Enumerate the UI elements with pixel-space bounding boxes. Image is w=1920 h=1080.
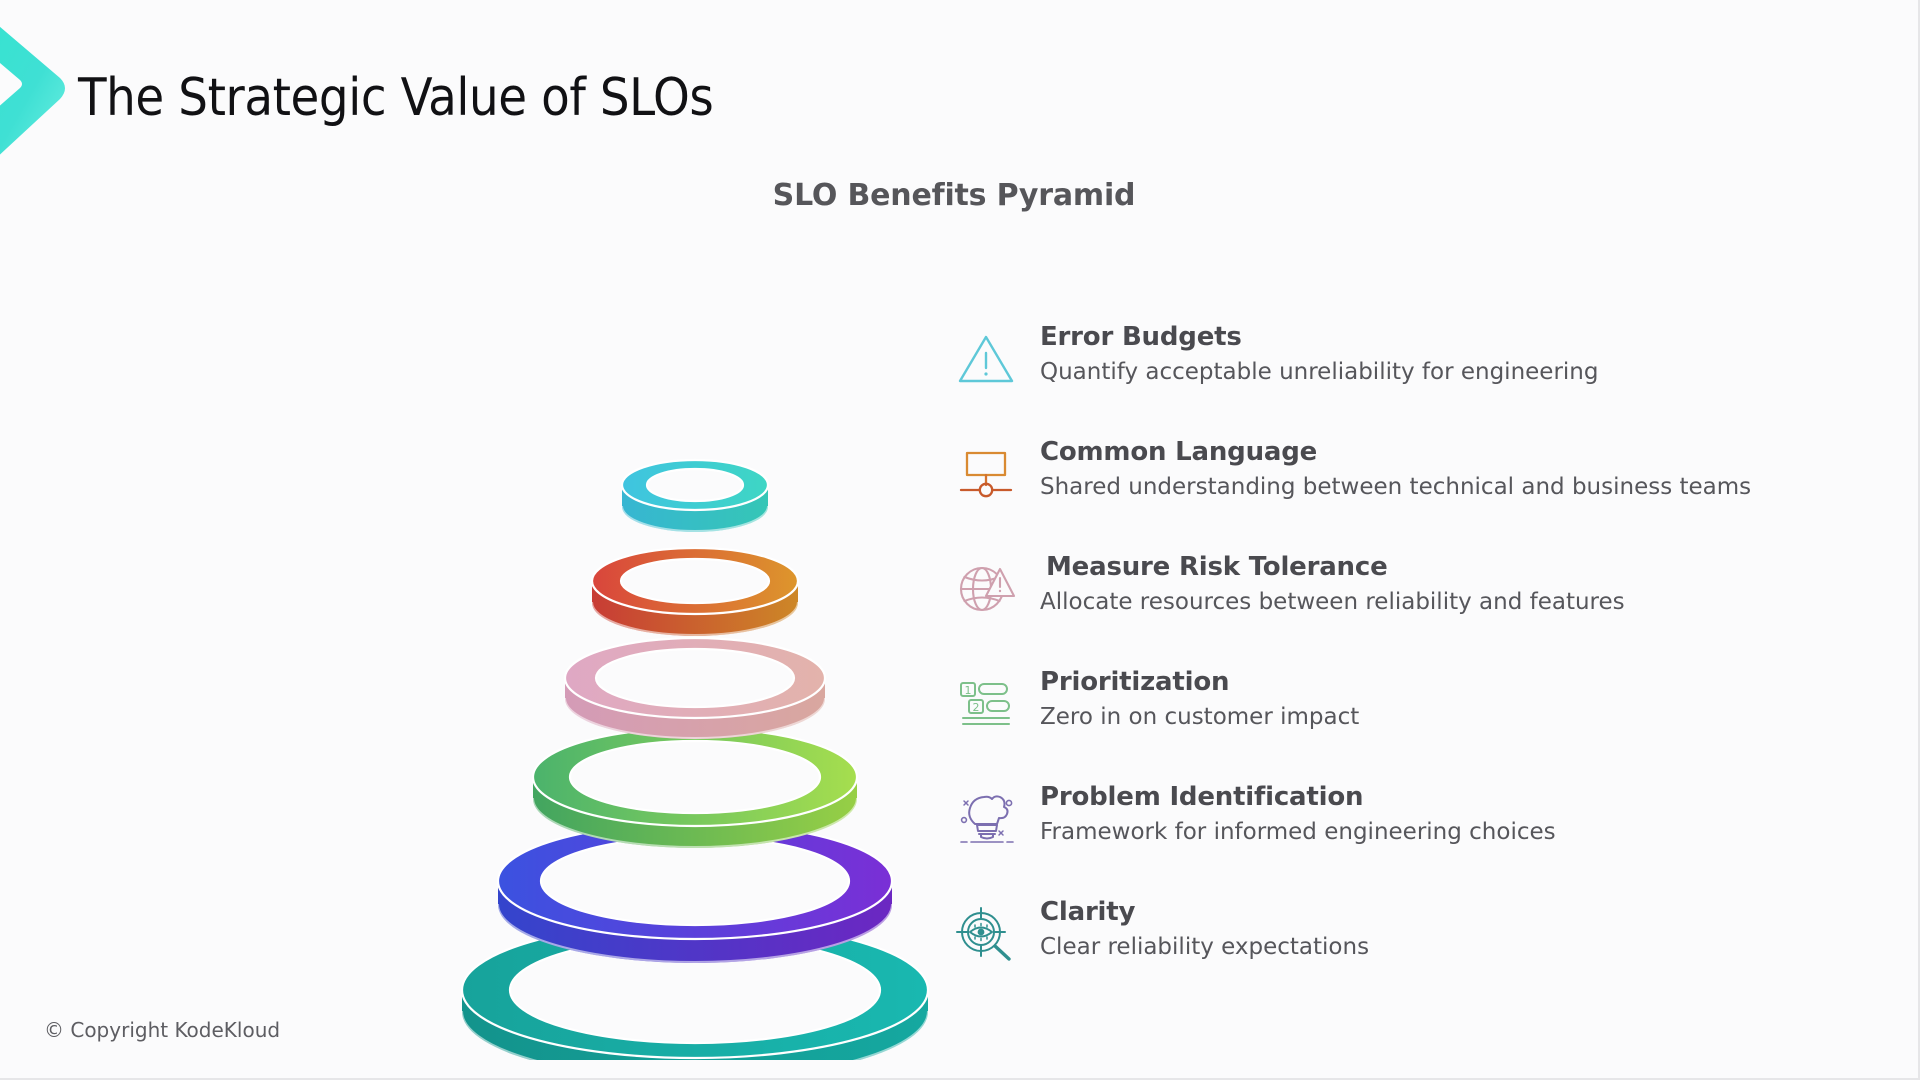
page-title: The Strategic Value of SLOs — [78, 68, 714, 128]
pyramid-ring-common-language — [590, 546, 800, 636]
pyramid-ring-error-budgets — [620, 458, 770, 532]
benefit-description: Zero in on customer impact — [1040, 703, 1360, 730]
copyright-notice: © Copyright KodeKloud — [44, 1018, 281, 1042]
benefit-title: Prioritization — [1040, 667, 1230, 697]
benefit-item-prioritization: 1 2 Prioritization Zero in on customer i… — [940, 663, 1840, 778]
lightbulb-puzzle-icon — [940, 778, 1032, 860]
benefit-item-error-budgets: Error Budgets Quantify acceptable unreli… — [940, 318, 1840, 433]
chevron-logo-icon — [0, 14, 68, 164]
benefit-title: Common Language — [1040, 437, 1318, 467]
benefit-title: Clarity — [1040, 897, 1136, 927]
benefit-item-common-language: Common Language Shared understanding bet… — [940, 433, 1840, 548]
benefit-description: Quantify acceptable unreliability for en… — [1040, 358, 1599, 385]
benefit-item-problem-identification: Problem Identification Framework for inf… — [940, 778, 1840, 893]
benefit-item-clarity: Clarity Clear reliability expectations — [940, 893, 1840, 1008]
benefit-title: Measure Risk Tolerance — [1046, 552, 1388, 582]
benefit-description: Clear reliability expectations — [1040, 933, 1370, 960]
benefit-item-measure-risk-tolerance: Measure Risk Tolerance Allocate resource… — [940, 548, 1840, 663]
benefit-title: Problem Identification — [1040, 782, 1364, 812]
chart-heading: SLO Benefits Pyramid — [0, 178, 1918, 213]
magnifier-eye-target-icon — [940, 893, 1032, 975]
benefit-description: Shared understanding between technical a… — [1040, 473, 1752, 500]
pyramid-ring-measure-risk-tolerance — [563, 636, 827, 739]
svg-text:1: 1 — [965, 684, 972, 697]
benefit-description: Framework for informed engineering choic… — [1040, 818, 1556, 845]
pyramid-ring-clarity — [460, 920, 930, 1060]
pyramid-ring-problem-identification — [496, 821, 894, 963]
globe-risk-icon — [940, 548, 1032, 630]
network-node-icon — [940, 433, 1032, 515]
benefits-list: Error Budgets Quantify acceptable unreli… — [940, 318, 1840, 1008]
warning-triangle-icon — [940, 318, 1032, 400]
benefit-title: Error Budgets — [1040, 322, 1242, 352]
benefit-description: Allocate resources between reliability a… — [1040, 588, 1625, 615]
slo-benefits-pyramid-chart — [440, 285, 950, 1060]
numbered-list-icon: 1 2 — [940, 663, 1032, 745]
pyramid-ring-prioritization — [531, 726, 859, 848]
svg-text:2: 2 — [973, 701, 980, 714]
chart-heading-text: SLO Benefits Pyramid — [772, 178, 1136, 213]
